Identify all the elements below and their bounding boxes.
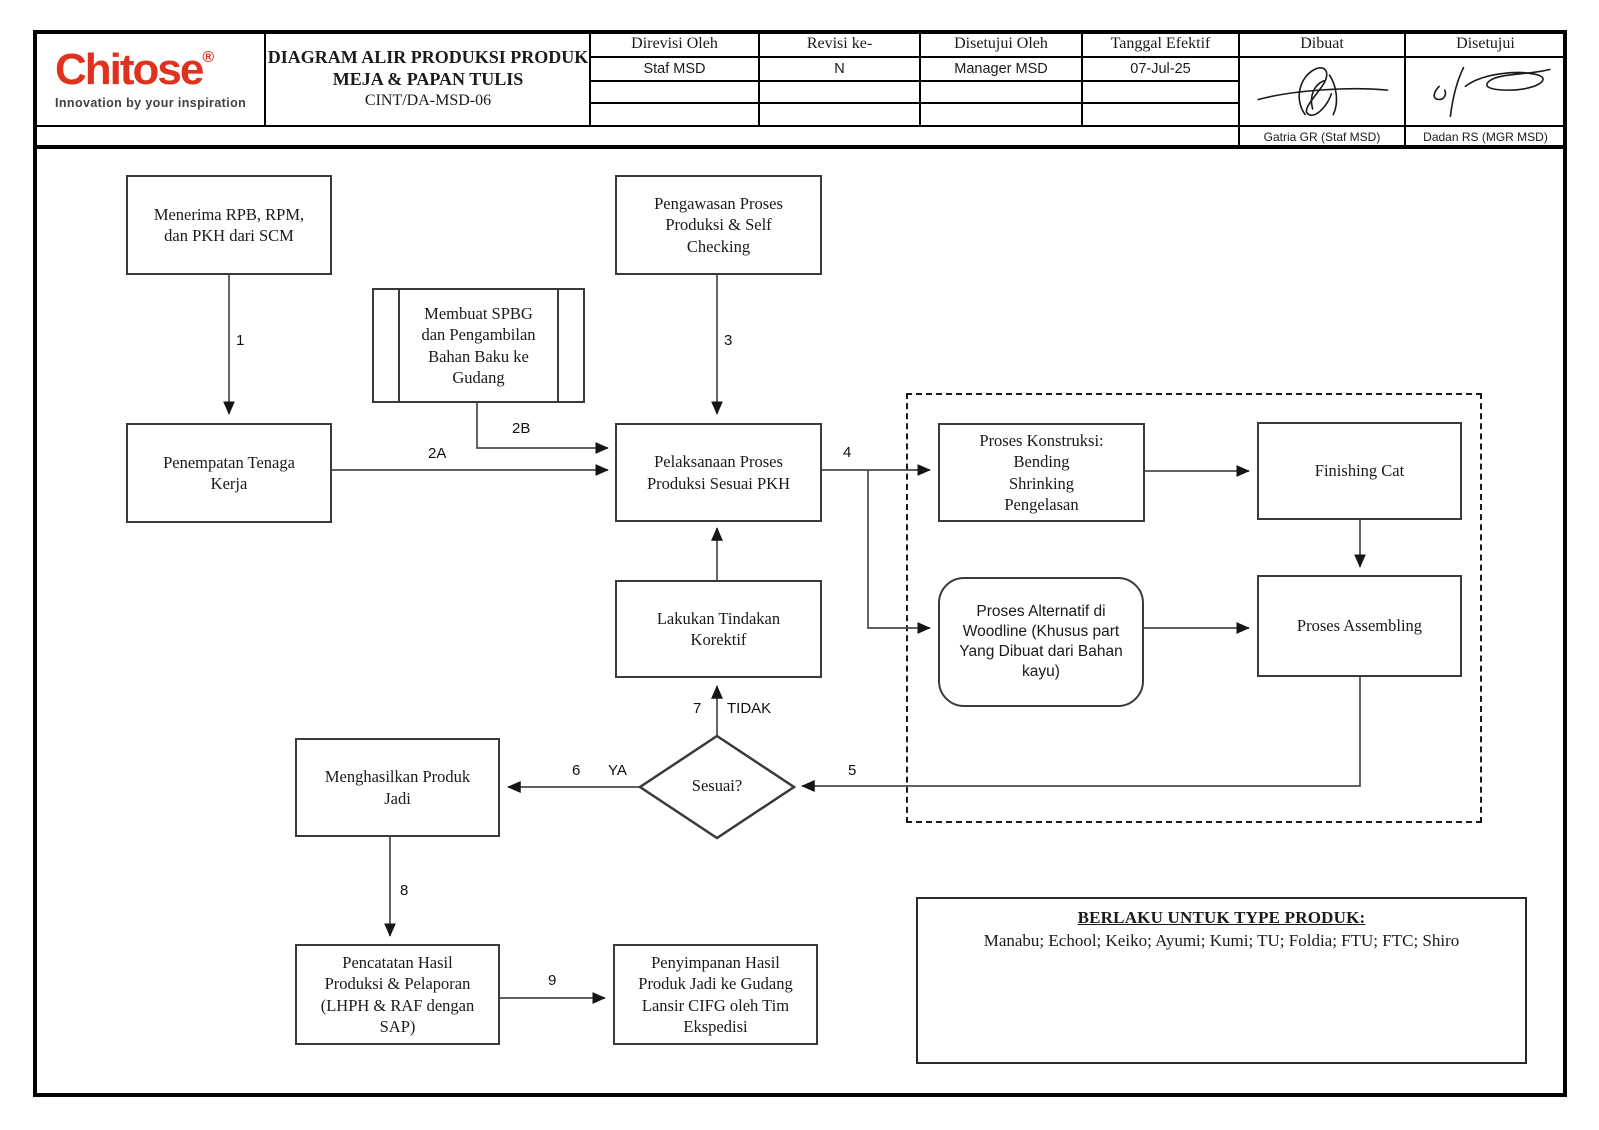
approval-dibuat-label: Dibuat [1238, 30, 1406, 58]
predefined-process-bar-left [398, 290, 400, 401]
node-lakukan-tindakan: Lakukan Tindakan Korektif [615, 580, 822, 678]
node-pengawasan-proses: Pengawasan Proses Produksi & Self Checki… [615, 175, 822, 275]
product-type-note-box: BERLAKU UNTUK TYPE PRODUK: Manabu; Echoo… [916, 897, 1527, 1064]
logo-tagline: Innovation by your inspiration [55, 95, 247, 110]
node-membuat-spbg: Membuat SPBG dan Pengambilan Bahan Baku … [372, 288, 585, 403]
disetujui-signature [1432, 66, 1551, 117]
document-title-cell: DIAGRAM ALIR PRODUKSI PRODUK MEJA & PAPA… [264, 30, 592, 127]
names-band-empty [33, 125, 1240, 149]
revision-empty-cell [758, 102, 921, 127]
edge-5 [801, 677, 1361, 792]
edge-label-5: 5 [848, 762, 857, 779]
revision-empty-cell [589, 80, 760, 104]
decision-diamond-sesuai [637, 734, 797, 840]
node-proses-alternatif: Proses Alternatif di Woodline (Khusus pa… [938, 577, 1144, 707]
node-pencatatan-hasil: Pencatatan Hasil Produksi & Pelaporan (L… [295, 944, 500, 1045]
node-penempatan-tenaga: Penempatan Tenaga Kerja [126, 423, 332, 523]
node-finishing-cat: Finishing Cat [1257, 422, 1462, 520]
revision-col-revisi-label: Revisi ke- [758, 30, 921, 58]
edge-label-8: 8 [400, 882, 409, 899]
edge-4-branch [867, 470, 931, 634]
edge-label-1: 1 [236, 332, 245, 349]
node-menghasilkan-produk: Menghasilkan Produk Jadi [295, 738, 500, 837]
node-proses-konstruksi: Proses Konstruksi: Bending Shrinking Pen… [938, 423, 1145, 522]
edge-label-9: 9 [548, 972, 557, 989]
edge-label-4: 4 [843, 444, 852, 461]
node-menerima-rpb: Menerima RPB, RPM, dan PKH dari SCM [126, 175, 332, 275]
revision-col-disetujui-label: Disetujui Oleh [919, 30, 1083, 58]
revision-empty-cell [589, 102, 760, 127]
edge-label-6: 6 [572, 762, 581, 779]
decision-label-sesuai: Sesuai? [691, 776, 743, 795]
logo-cell: Chitose® Innovation by your inspiration [33, 30, 266, 127]
edge-label-7: 7 [693, 700, 702, 717]
node-penyimpanan-hasil: Penyimpanan Hasil Produk Jadi ke Gudang … [613, 944, 818, 1045]
revision-col-tanggal-label: Tanggal Efektif [1081, 30, 1240, 58]
edge-label-2b: 2B [512, 420, 531, 437]
revision-empty-cell [1081, 102, 1240, 127]
node-membuat-spbg-label: Membuat SPBG dan Pengambilan Bahan Baku … [421, 304, 536, 387]
revision-direvisi-value: Staf MSD [589, 56, 760, 82]
dibuat-signature [1257, 66, 1389, 116]
revision-revisi-value: N [758, 56, 921, 82]
edge-label-3: 3 [724, 332, 733, 349]
document-title-line2: MEJA & PAPAN TULIS [332, 69, 524, 90]
disetujui-signature-cell [1404, 56, 1567, 127]
document-title-line1: DIAGRAM ALIR PRODUKSI PRODUK [267, 46, 589, 67]
predefined-process-bar-right [557, 290, 559, 401]
note-title: BERLAKU UNTUK TYPE PRODUK: [1077, 908, 1366, 927]
revision-disetujui-value: Manager MSD [919, 56, 1083, 82]
node-proses-assembling: Proses Assembling [1257, 575, 1462, 677]
node-pelaksanaan-proses: Pelaksanaan Proses Produksi Sesuai PKH [615, 423, 822, 522]
revision-col-direvisi-label: Direvisi Oleh [589, 30, 760, 58]
edge-label-2a: 2A [428, 445, 447, 462]
revision-empty-cell [919, 102, 1083, 127]
dibuat-name: Gatria GR (Staf MSD) [1238, 125, 1406, 149]
registered-mark-icon: ® [202, 48, 215, 66]
disetujui-name: Dadan RS (MGR MSD) [1404, 125, 1567, 149]
note-products: Manabu; Echool; Keiko; Ayumi; Kumi; TU; … [983, 931, 1460, 950]
document-code: CINT/DA-MSD-06 [364, 91, 492, 109]
revision-empty-cell [1081, 80, 1240, 104]
logo-brand-text: Chitose [55, 44, 204, 94]
revision-empty-cell [919, 80, 1083, 104]
revision-tanggal-value: 07-Jul-25 [1081, 56, 1240, 82]
edge-label-ya: YA [608, 762, 627, 779]
approval-disetujui-label: Disetujui [1404, 30, 1567, 58]
revision-empty-cell [758, 80, 921, 104]
edge-2b [476, 403, 609, 454]
edge-label-tidak: TIDAK [727, 700, 772, 717]
factory-process-dashed-group [906, 393, 1482, 823]
dibuat-signature-cell [1238, 56, 1406, 127]
chitose-logo: Chitose® [55, 44, 264, 94]
